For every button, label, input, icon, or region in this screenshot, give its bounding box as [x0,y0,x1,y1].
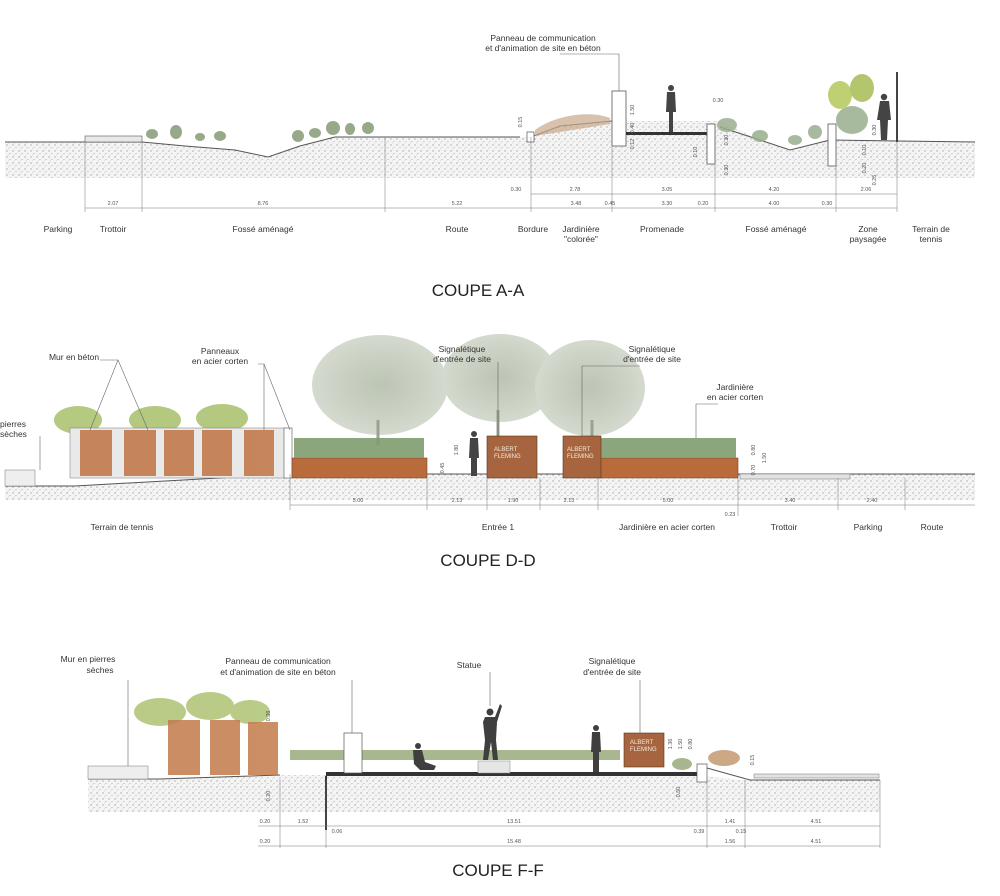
dimension: 2.40 [867,498,878,504]
zone-label: Trottoir [100,224,127,234]
dimension: 0.20 [698,201,709,207]
section-title-a-a: COUPE A-A [432,281,525,300]
dimension: 0.30 [872,125,878,136]
zone-label: Parking [44,224,73,234]
dimension: 1.36 [668,739,674,750]
dimension: 0.20 [266,791,272,802]
dimension: 5.00 [663,498,674,504]
dimension: 3.30 [662,201,673,207]
zone-labels: Parking Trottoir Fossé aménagé Route Bordure… [44,224,951,244]
dimension: 2.13 [452,498,463,504]
dimension: 4.00 [769,201,780,207]
dimension: 13.51 [507,819,521,825]
dimension: 3.05 [662,187,673,193]
dimension: 0.20 [260,839,271,845]
annotation-statue: Statue [457,660,482,670]
dimension: 0.38 [266,711,272,722]
dimension: 4.51 [811,819,822,825]
dimension: 0.80 [751,445,757,456]
zone-label: Jardinière"colorée" [562,224,600,244]
zone-label: Parking [854,522,883,532]
dimension: 4.51 [811,839,822,845]
zone-label: Fossé aménagé [746,224,807,234]
dimension: 1.50 [630,105,636,116]
dimension: 2.06 [861,187,872,193]
dimension: 8.76 [258,201,269,207]
dimension: 0.15 [750,755,756,766]
dimension: 1.80 [454,445,460,456]
dimension: 2.78 [570,187,581,193]
dimension: 3.40 [785,498,796,504]
zone-label: Promenade [640,224,684,234]
dimension: 0.80 [688,739,694,750]
dimension: 0.15 [518,117,524,128]
annotation-mur-beton: Mur en béton [49,352,99,362]
zone-label: Trottoir [771,522,798,532]
dimension: 0.30 [724,165,730,176]
dimension: 0.20 [862,163,868,174]
zone-label: Route [446,224,469,234]
dimension: 5.00 [353,498,364,504]
dimension: 0.23 [725,512,736,518]
dimension: 0.10 [862,145,868,156]
dimension: 0.45 [440,463,446,474]
dimension: 1.52 [298,819,309,825]
dimension: 1.90 [508,498,519,504]
dimension: 1.56 [725,839,736,845]
dimension: 1.50 [762,453,768,464]
dimension: 2.07 [108,201,119,207]
dimension: 0.45 [605,201,616,207]
dimension: 0.50 [676,787,682,798]
dimension: 0.15 [736,829,747,835]
zone-label: Fossé aménagé [233,224,294,234]
dimension: 5.22 [452,201,463,207]
dimension: 1.41 [725,819,736,825]
dimension: 1.50 [678,739,684,750]
dimension: 0.30 [511,187,522,193]
dimension: 0.30 [822,201,833,207]
dimension: 0.12 [630,139,636,150]
zone-label: Entrée 1 [482,522,514,532]
zone-label: Jardinière en acier corten [619,522,715,532]
dimension: 0.70 [751,465,757,476]
zone-label: Route [921,522,944,532]
dimension: 0.39 [694,829,705,835]
dimension: 4.20 [769,187,780,193]
dimension: 0.25 [872,175,878,186]
dimension: 0.20 [260,819,271,825]
dimension: 0.06 [332,829,343,835]
dimension: 2.13 [564,498,575,504]
zone-label: Bordure [518,224,549,234]
section-title-d-d: COUPE D-D [440,551,535,570]
section-title-f-f: COUPE F-F [452,861,544,880]
dimension: 3.48 [571,201,582,207]
dimension: 0.40 [630,123,636,134]
dimension: 0.30 [713,98,724,104]
zone-label: Terrain de tennis [91,522,154,532]
section-a-a: 2.07 8.76 5.22 0.30 2.78 3.05 4.20 2.06 … [5,33,976,300]
dimension: 0.30 [724,135,730,146]
dimension: 0.10 [693,147,699,158]
dimension: 15.48 [507,839,521,845]
